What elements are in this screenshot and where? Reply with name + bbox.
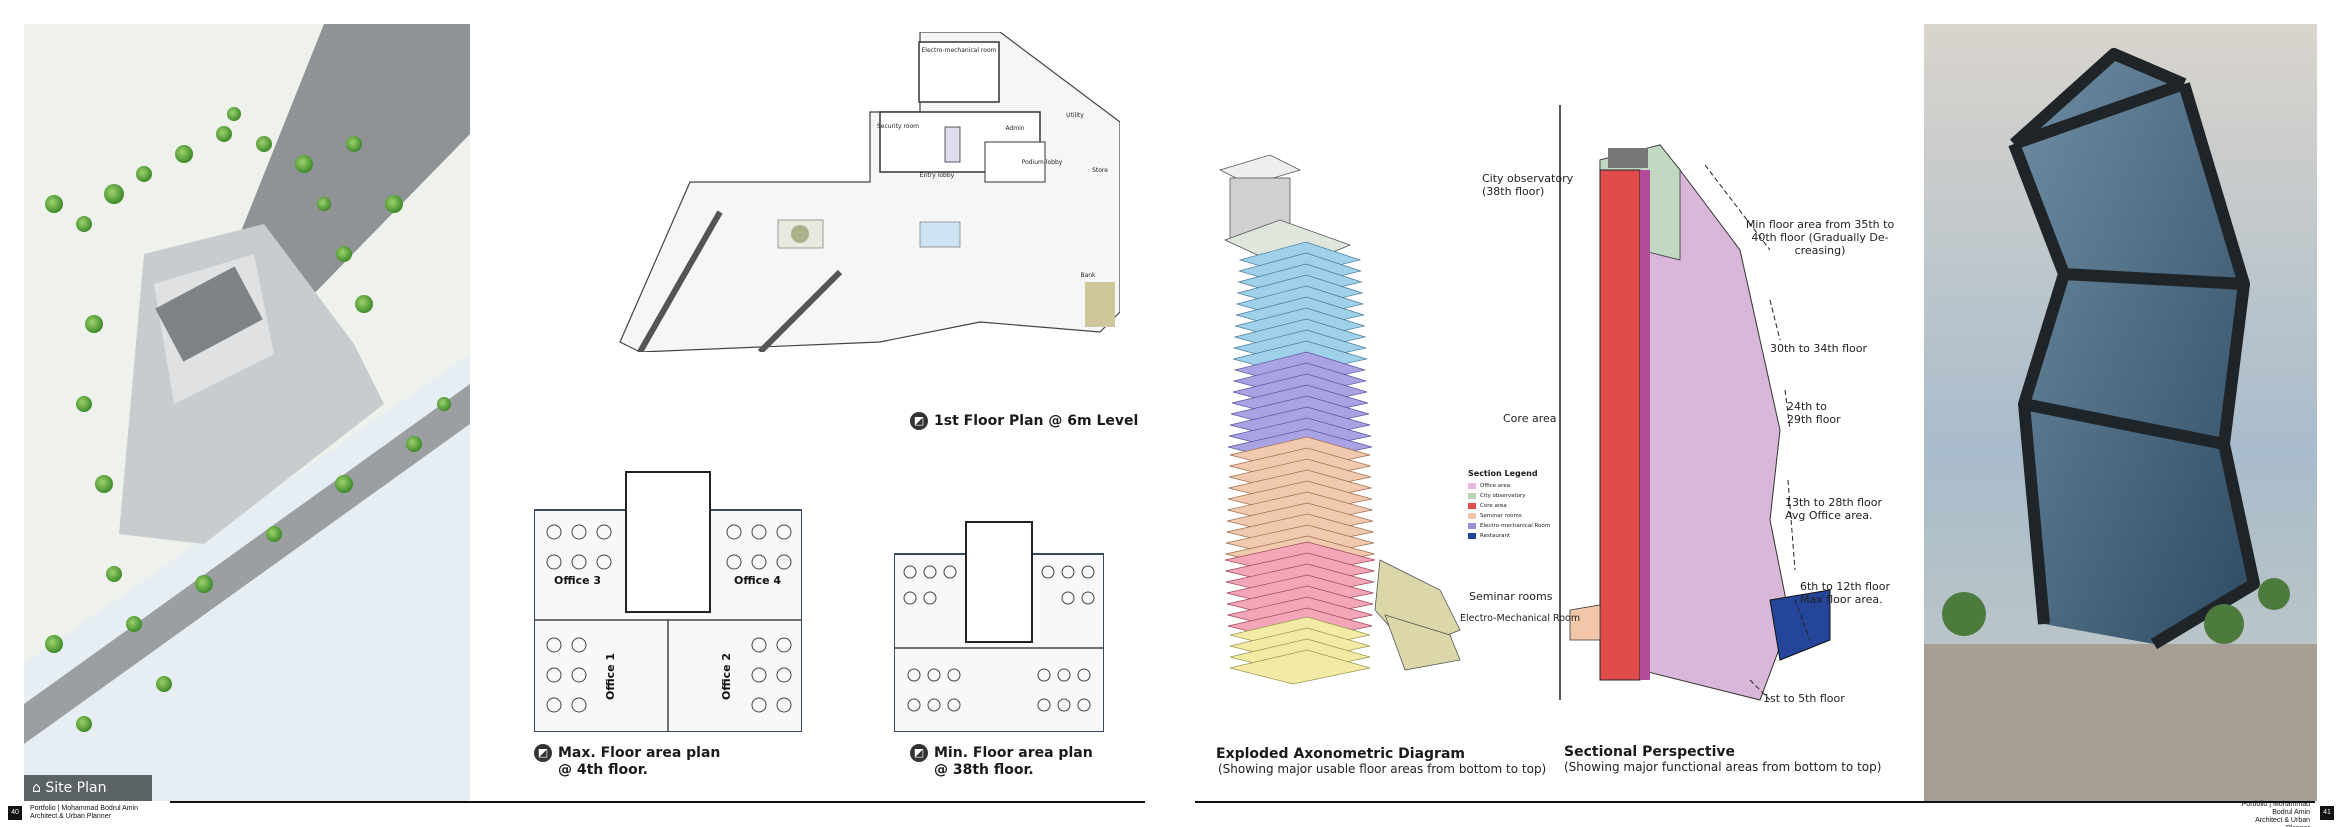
legend-label: Restaurant bbox=[1480, 533, 1511, 539]
section-title: Sectional Perspective bbox=[1564, 744, 1735, 760]
max-floor-plan-drawing: Office 3 Office 4 Office 1 Office 2 bbox=[534, 471, 802, 732]
exploded-axonometric-drawing bbox=[1218, 154, 1461, 685]
right-footer-role: Architect & Urban Planner bbox=[2255, 817, 2310, 827]
room-label-entry: Entry lobby bbox=[920, 172, 955, 179]
room-label-utility: Utility bbox=[1066, 112, 1084, 119]
legend-swatch bbox=[1468, 493, 1476, 499]
site-plan-label: Site Plan bbox=[45, 780, 107, 796]
legend-item: City observatory bbox=[1468, 491, 1550, 501]
plan-number-icon: ◩ bbox=[910, 744, 928, 762]
legend-label: Core area bbox=[1480, 503, 1507, 509]
exploded-title: Exploded Axonometric Diagram bbox=[1216, 746, 1465, 762]
legend-swatch bbox=[1468, 523, 1476, 529]
legend-swatch bbox=[1468, 503, 1476, 509]
min-floor-caption-line1: Min. Floor area plan bbox=[934, 745, 1093, 761]
label-13-28: 13th to 28th floor Avg Office area. bbox=[1785, 496, 1883, 522]
max-floor-caption: ◩ Max. Floor area plan @ 4th floor. bbox=[534, 744, 720, 779]
site-plan-image: ⌂ Site Plan bbox=[24, 24, 470, 801]
room-label-podium: Podium lobby bbox=[1022, 159, 1063, 166]
left-footer-name: Portfolio | Mohammad Bodrul Amin bbox=[30, 805, 139, 812]
label-core-area: Core area bbox=[1503, 412, 1557, 425]
label-seminar-rooms: Seminar rooms bbox=[1469, 590, 1553, 603]
plan-number-icon: ◩ bbox=[534, 744, 552, 762]
exploded-subtitle: (Showing major usable floor areas from b… bbox=[1218, 762, 1547, 776]
section-subtitle: (Showing major functional areas from bot… bbox=[1564, 760, 1882, 774]
office-1-label: Office 1 bbox=[604, 653, 617, 700]
legend-item: Restaurant bbox=[1468, 531, 1550, 541]
max-floor-caption-line2: @ 4th floor. bbox=[558, 762, 648, 778]
office-4-label: Office 4 bbox=[734, 574, 781, 587]
min-floor-caption: ◩ Min. Floor area plan @ 38th floor. bbox=[910, 744, 1093, 779]
left-page-number: 40 bbox=[8, 806, 22, 820]
right-footer-credit: Portfolio | Mohammad Bodrul Amin Archite… bbox=[2240, 801, 2310, 827]
legend-swatch bbox=[1468, 533, 1476, 539]
right-footer-rule bbox=[1195, 801, 2315, 803]
legend-item: Core area bbox=[1468, 501, 1550, 511]
legend-label: Office area bbox=[1480, 483, 1511, 489]
home-icon: ⌂ bbox=[32, 780, 46, 796]
tower-render-image bbox=[1924, 24, 2317, 801]
legend-label: City observatory bbox=[1480, 493, 1526, 499]
first-floor-caption-text: 1st Floor Plan @ 6m Level bbox=[934, 413, 1139, 429]
first-floor-caption: ◩ 1st Floor Plan @ 6m Level bbox=[910, 412, 1138, 430]
label-30-34: 30th to 34th floor bbox=[1770, 342, 1868, 355]
legend-title: Section Legend bbox=[1468, 469, 1538, 478]
room-label-bank: Bank bbox=[1080, 272, 1096, 279]
legend-label: Seminar rooms bbox=[1480, 513, 1522, 519]
legend-item: Office area bbox=[1468, 481, 1550, 491]
plan-number-icon: ◩ bbox=[910, 412, 928, 430]
room-label-admin: Admin bbox=[1005, 125, 1024, 132]
label-city-observatory: City observatory (38th floor) bbox=[1482, 172, 1574, 198]
left-footer-credit: Portfolio | Mohammad Bodrul Amin Archite… bbox=[30, 805, 138, 821]
min-floor-caption-line2: @ 38th floor. bbox=[934, 762, 1034, 778]
office-2-label: Office 2 bbox=[720, 653, 733, 700]
office-3-label: Office 3 bbox=[554, 574, 601, 587]
tower-render-drawing bbox=[1924, 24, 2317, 801]
min-floor-plan-drawing bbox=[894, 521, 1104, 732]
legend-item: Seminar rooms bbox=[1468, 511, 1550, 521]
sectional-perspective-drawing bbox=[1559, 105, 1831, 701]
left-footer-role: Architect & Urban Planner bbox=[30, 813, 111, 820]
room-label-security: Security room bbox=[877, 123, 919, 130]
left-footer-rule bbox=[170, 801, 1145, 803]
floor-slab bbox=[1229, 649, 1371, 685]
right-footer-name: Portfolio | Mohammad Bodrul Amin bbox=[2241, 801, 2310, 816]
label-min-floor: Min floor area from 35th to 40th floor (… bbox=[1745, 218, 1895, 257]
label-1-5: 1st to 5th floor bbox=[1763, 692, 1845, 705]
room-label-store: Store bbox=[1092, 167, 1108, 174]
label-electro-room: Electro-Mechanical Room bbox=[1460, 613, 1581, 624]
legend-label: Electro-mechanical Room bbox=[1480, 523, 1551, 529]
label-6-12: 6th to 12th floor Max floor area. bbox=[1800, 580, 1891, 606]
site-plan-badge: ⌂ Site Plan bbox=[24, 775, 152, 801]
max-floor-caption-line1: Max. Floor area plan bbox=[558, 745, 721, 761]
legend-swatch bbox=[1468, 513, 1476, 519]
legend-item: Electro-mechanical Room bbox=[1468, 521, 1550, 531]
right-page-number: 41 bbox=[2320, 806, 2334, 820]
room-label-electro: Electro-mechanical room bbox=[922, 47, 997, 54]
legend-swatch bbox=[1468, 483, 1476, 489]
label-24-29: 24th to 29th floor bbox=[1787, 400, 1841, 426]
site-plan-drawing bbox=[24, 24, 470, 801]
first-floor-plan-drawing: Electro-mechanical room Utility Security… bbox=[580, 32, 1120, 352]
